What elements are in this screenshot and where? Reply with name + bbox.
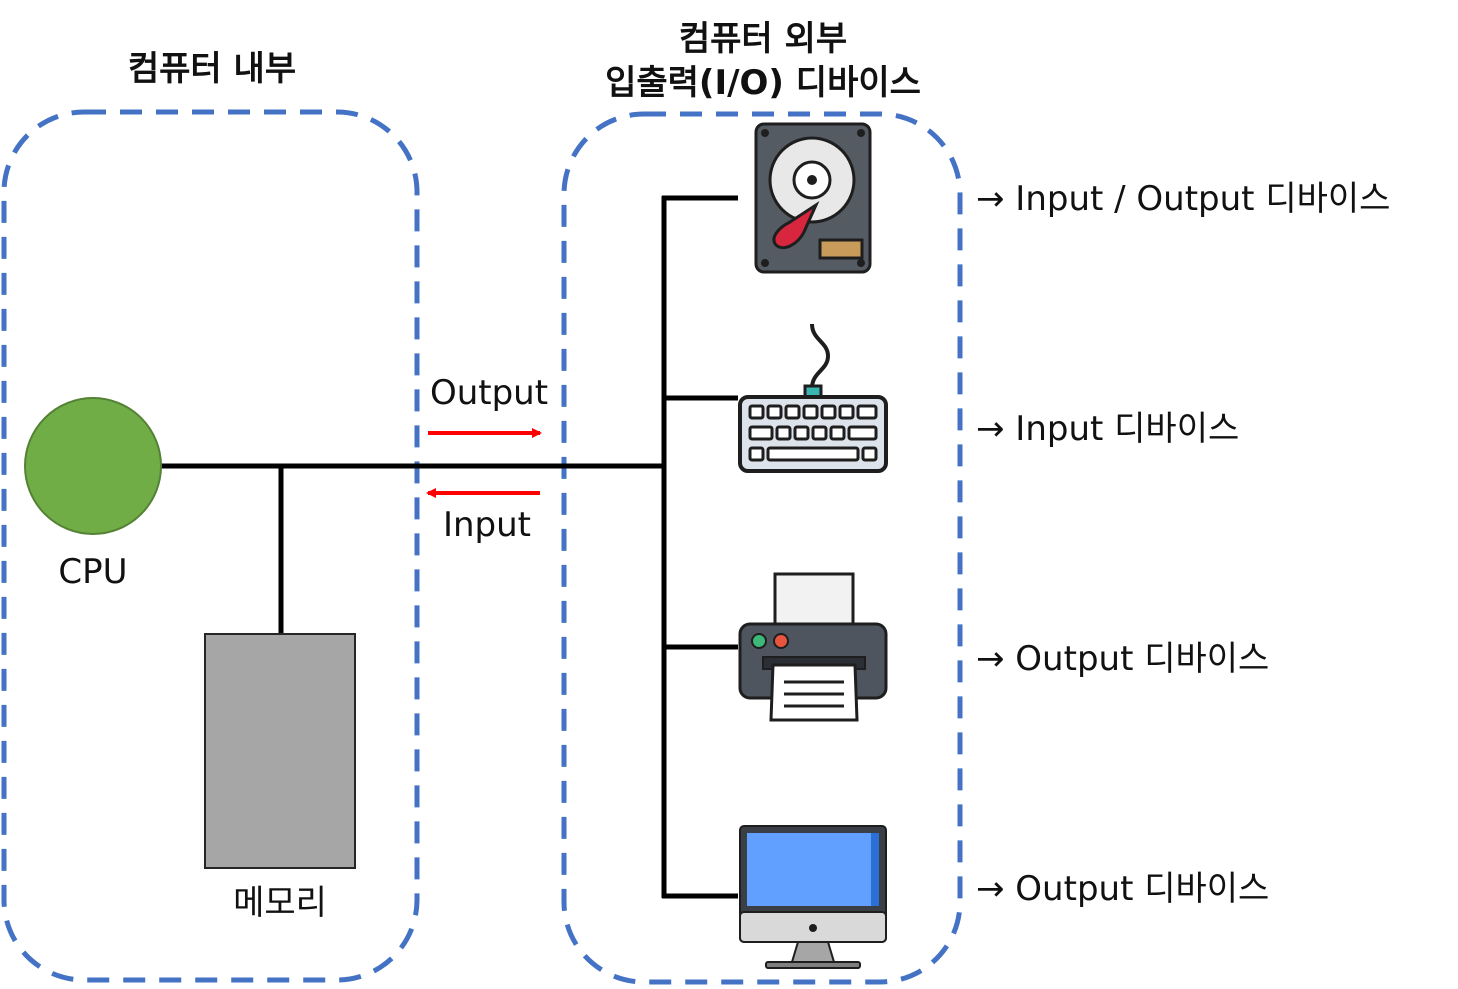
outside-title-line2: 입출력(I/O) 디바이스 [605, 63, 921, 103]
outside-boundary [561, 111, 963, 985]
input-label: Input [443, 505, 531, 545]
device-label-printer: → Output 디바이스 [976, 639, 1269, 679]
memory-label: 메모리 [233, 883, 327, 923]
printer-icon [738, 572, 888, 722]
keyboard-icon [738, 323, 888, 473]
outside-title-line1: 컴퓨터 외부 [679, 19, 847, 59]
cpu-circle [24, 397, 162, 535]
output-label: Output [430, 373, 548, 413]
inside-title: 컴퓨터 내부 [128, 49, 296, 89]
hard-disk-icon [754, 122, 872, 274]
monitor-icon [739, 825, 887, 969]
cpu-label: CPU [58, 552, 127, 592]
device-label-hard-disk: → Input / Output 디바이스 [976, 179, 1390, 219]
device-label-keyboard: → Input 디바이스 [976, 409, 1239, 449]
bus-lines [160, 195, 738, 899]
inside-boundary [1, 109, 420, 983]
device-label-monitor: → Output 디바이스 [976, 869, 1269, 909]
memory-block [204, 633, 356, 869]
